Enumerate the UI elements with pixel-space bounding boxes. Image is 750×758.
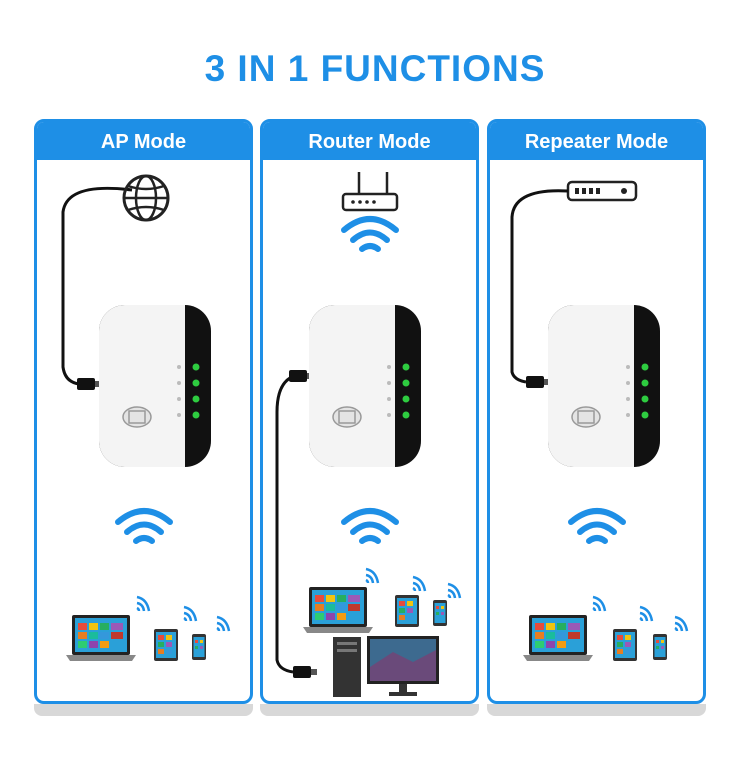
panel-header-router-mode: Router Mode (263, 122, 476, 160)
phone-icon (433, 600, 447, 626)
monitor-icon (367, 636, 439, 696)
router-icon (341, 172, 399, 212)
phone-icon (653, 634, 667, 660)
router-mode-illustration (275, 172, 462, 697)
globe-icon (122, 174, 170, 222)
repeater-mode-illustration (510, 180, 689, 661)
laptop-icon (66, 615, 136, 661)
wifi-signal-icon (638, 605, 654, 623)
wifi-signal-icon (215, 615, 231, 633)
panel-shadow (487, 704, 706, 716)
wifi-signal-icon (344, 219, 396, 249)
panel-shadow (260, 704, 479, 716)
wifi-signal-icon (364, 567, 380, 585)
wifi-signal-icon (118, 511, 170, 541)
ethernet-plug-icon (526, 376, 550, 388)
modem-icon (566, 180, 638, 202)
page-title: 3 IN 1 FUNCTIONS (204, 48, 546, 89)
wifi-signal-icon (571, 511, 623, 541)
tablet-icon (613, 629, 637, 661)
ethernet-plug-icon (77, 378, 101, 390)
phone-icon (192, 634, 206, 660)
panel-ap-mode: AP Mode (34, 119, 253, 704)
wifi-signal-icon (446, 582, 462, 600)
tablet-icon (395, 595, 419, 627)
wifi-signal-icon (591, 595, 607, 613)
laptop-icon (523, 615, 593, 661)
wifi-repeater-device (308, 304, 422, 468)
panel-header-ap-mode: AP Mode (37, 122, 250, 160)
tablet-icon (154, 629, 178, 661)
desktop-pc-icon (333, 637, 361, 697)
wifi-signal-icon (673, 615, 689, 633)
wifi-signal-icon (411, 575, 427, 593)
wifi-signal-icon (344, 511, 396, 541)
wifi-signal-icon (135, 595, 151, 613)
ethernet-plug-icon (293, 666, 317, 678)
panel-header-repeater-mode: Repeater Mode (490, 122, 703, 160)
panel-repeater-mode: Repeater Mode (487, 119, 706, 704)
ap-mode-illustration (61, 174, 231, 661)
laptop-icon (303, 587, 373, 633)
panel-shadow (34, 704, 253, 716)
wifi-repeater-device (98, 304, 212, 468)
wifi-signal-icon (182, 605, 198, 623)
wifi-repeater-device (547, 304, 661, 468)
panel-router-mode: Router Mode (260, 119, 479, 704)
